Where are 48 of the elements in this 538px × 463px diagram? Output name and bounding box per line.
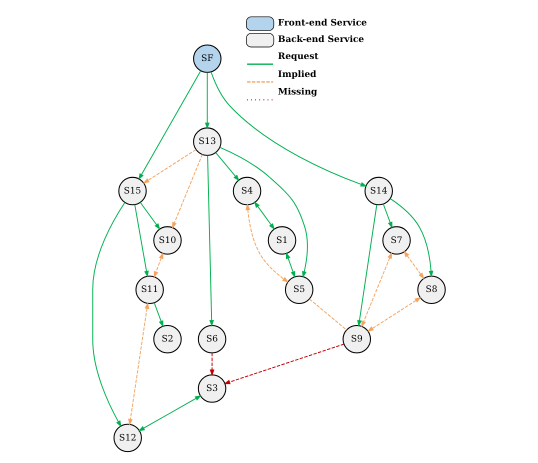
legend-label: Implied xyxy=(278,70,316,80)
arrow xyxy=(286,252,296,278)
node-circle: S8 xyxy=(417,276,446,304)
arrow xyxy=(128,302,150,426)
node-circle: S1 xyxy=(268,226,296,255)
connector xyxy=(309,298,348,330)
node-circle: S7 xyxy=(382,226,411,255)
node-circle: S10 xyxy=(153,226,182,255)
node-circle: S2 xyxy=(153,324,182,354)
arrow xyxy=(367,296,422,332)
arrow xyxy=(172,154,203,229)
node-circle: S15 xyxy=(118,176,147,206)
arrow xyxy=(138,395,202,432)
node-circle: S9 xyxy=(342,324,372,354)
arrow xyxy=(382,204,392,229)
arrow xyxy=(215,152,240,182)
legend-label: Back-end Service xyxy=(278,34,364,45)
node-circle: SF xyxy=(193,44,222,73)
arrow xyxy=(357,204,378,327)
arrow xyxy=(142,149,196,184)
arrow xyxy=(361,252,392,328)
arrow xyxy=(140,202,160,230)
node-circle: S11 xyxy=(135,276,164,304)
node-circle: S5 xyxy=(284,276,314,304)
arrow xyxy=(246,203,289,283)
arrow xyxy=(207,155,214,327)
arrow xyxy=(138,70,202,180)
arrow xyxy=(254,201,275,230)
arrow xyxy=(154,302,164,328)
arrow xyxy=(219,146,308,278)
legend-label: Front-end Service xyxy=(278,18,367,28)
arrow xyxy=(134,204,149,278)
node-circle: S13 xyxy=(193,127,222,156)
arrow xyxy=(92,202,126,428)
node-circle: S3 xyxy=(198,374,226,403)
arrow xyxy=(154,252,164,278)
arrow xyxy=(204,72,210,130)
legend-label: Request xyxy=(278,52,318,62)
node-circle: S4 xyxy=(232,176,262,206)
legend-label: Missing xyxy=(278,88,318,98)
arrow xyxy=(224,344,344,384)
node-circle: S6 xyxy=(198,324,226,354)
node-circle: S12 xyxy=(114,424,142,452)
node-circle: S14 xyxy=(364,176,393,206)
arrow xyxy=(210,352,214,376)
arrow xyxy=(403,250,424,280)
arrow xyxy=(210,72,368,187)
arrow xyxy=(390,198,434,278)
